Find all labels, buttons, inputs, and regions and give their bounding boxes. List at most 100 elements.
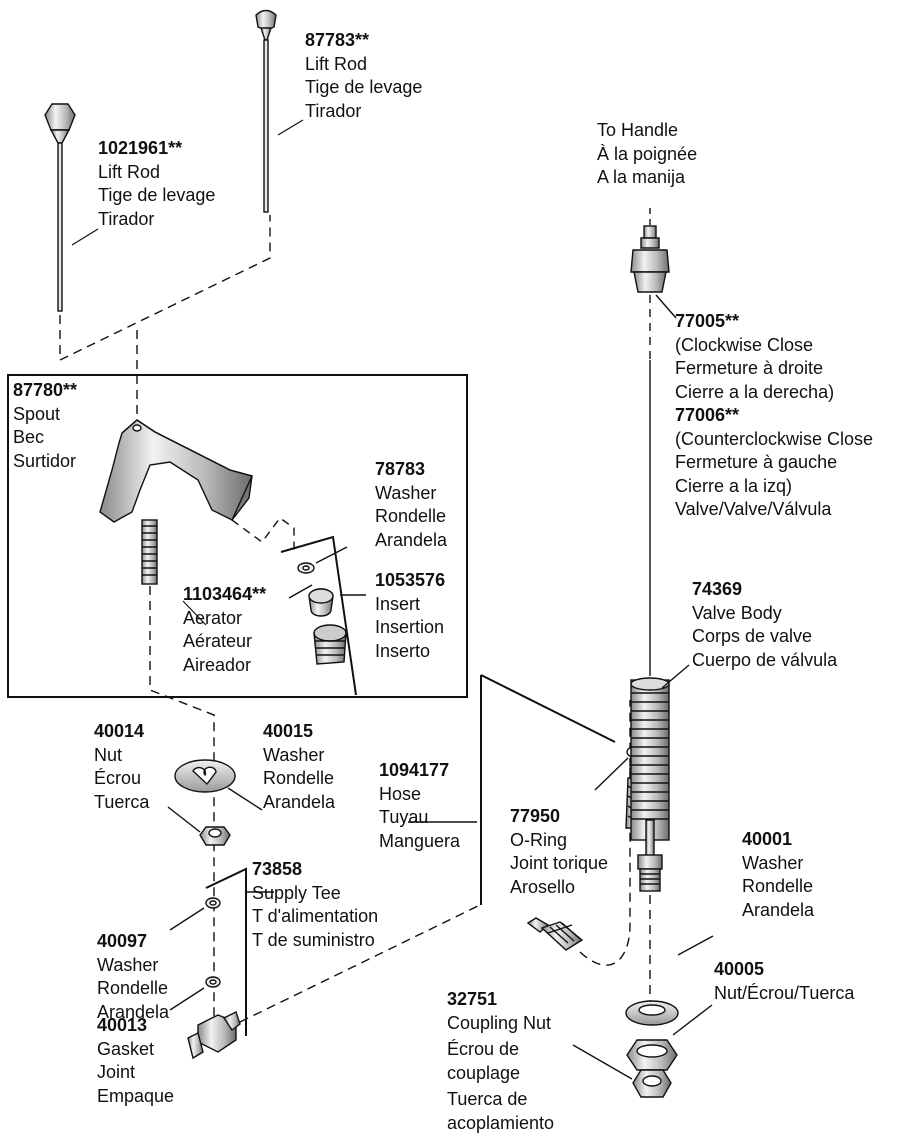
label-line-es: Tirador [98, 208, 155, 229]
callout-nut-40005: 40005 Nut/Écrou/Tuerca [714, 958, 854, 1005]
label-line-en: Aerator [183, 607, 243, 628]
label-line: Cierre a la derecha) [675, 381, 835, 402]
label-line-es: Arandela [263, 791, 336, 812]
label-line: Fermeture à gauche [675, 452, 838, 472]
label-line-en: Insert [375, 593, 421, 614]
callout-oring-77950: 77950 O-Ring Joint torique Arosello [510, 805, 608, 899]
insert-1053576 [308, 588, 334, 617]
hose-1094177 [526, 917, 584, 951]
part-number: 1053576 [375, 570, 446, 590]
label-line: Nut/Écrou/Tuerca [714, 982, 855, 1003]
label-line-fr: Écrou de [447, 1039, 520, 1059]
label-line-en: Washer [97, 954, 159, 975]
label-line-fr: Rondelle [97, 978, 169, 998]
label-line-fr: couplage [447, 1062, 521, 1083]
part-number: 87783** [305, 30, 370, 50]
callout-aerator-1103464: 1103464** Aerator Aérateur Aireador [183, 583, 266, 677]
label-line-fr: Tuyau [379, 807, 429, 827]
label-line-fr: T d'alimentation [252, 906, 379, 926]
part-number: 1103464** [183, 584, 267, 604]
label-line-en: Washer [742, 852, 804, 873]
callout-spout-87780: 87780** Spout Bec Surtidor [13, 379, 77, 473]
part-number: 40005 [714, 959, 765, 979]
callout-hose-1094177: 1094177 Hose Tuyau Manguera [379, 759, 460, 853]
label-line-fr: À la poignée [597, 143, 698, 164]
part-number: 1094177 [379, 760, 450, 780]
part-number: 40014 [94, 721, 145, 741]
label-line-es: Aireador [183, 654, 252, 675]
label-line-fr: Corps de valve [692, 626, 813, 646]
callout-coupling-nut-32751: 32751 Coupling Nut Écrou de couplage Tue… [447, 988, 554, 1135]
lift-rod-1021961 [44, 103, 76, 312]
label-line-es: Inserto [375, 640, 431, 661]
part-number: 78783 [375, 459, 426, 479]
callout-washer-78783: 78783 Washer Rondelle Arandela [375, 458, 447, 552]
label-line: (Counterclockwise Close [675, 428, 874, 449]
label-line-fr: Joint torique [510, 853, 609, 873]
label-line-en: O-Ring [510, 829, 568, 850]
spout-group-frame [7, 374, 468, 698]
gasket-40013 [205, 976, 221, 988]
label-line: Cierre a la izq) [675, 475, 793, 496]
callout-gasket-40013: 40013 Gasket Joint Empaque [97, 1014, 174, 1108]
label-line-en: Spout [13, 403, 61, 424]
label-line-es: Tuerca [94, 791, 150, 812]
part-number: 32751 [447, 989, 498, 1009]
label-line-en: Coupling Nut [447, 1012, 552, 1033]
callout-to-handle: To Handle À la poignée A la manija [597, 119, 697, 190]
label-line-fr: Écrou [94, 768, 142, 788]
callout-washer-40015: 40015 Washer Rondelle Arandela [263, 720, 335, 814]
callout-valve-body-74369: 74369 Valve Body Corps de valve Cuerpo d… [692, 578, 837, 672]
label-line: Valve/Valve/Válvula [675, 499, 832, 519]
part-number: 40001 [742, 829, 793, 849]
label-line-fr: Rondelle [742, 876, 814, 896]
label-line-fr: Bec [13, 427, 45, 447]
label-line-en: Supply Tee [252, 882, 341, 903]
label-line-en: To Handle [597, 120, 679, 140]
callout-supply-tee-73858: 73858 Supply Tee T d'alimentation T de s… [252, 858, 378, 952]
label-line-es: Arandela [742, 899, 815, 920]
valve-body-74369 [630, 677, 670, 892]
label-line-en: Lift Rod [305, 53, 368, 74]
aerator-1103464 [313, 624, 347, 665]
supply-tee-73858 [187, 1011, 241, 1060]
callout-lift-rod-87783: 87783** Lift Rod Tige de levage Tirador [305, 29, 422, 123]
label-line-es: Manguera [379, 830, 461, 851]
label-line-es: A la manija [597, 167, 686, 187]
callout-lift-rod-1021961: 1021961** Lift Rod Tige de levage Tirado… [98, 137, 215, 231]
spout-87780 [99, 419, 253, 585]
label-line-en: Hose [379, 783, 422, 804]
part-number: 74369 [692, 579, 743, 599]
label-line-en: Gasket [97, 1038, 155, 1059]
label-line-es: Arandela [97, 1001, 170, 1022]
callout-washer-40001: 40001 Washer Rondelle Arandela [742, 828, 814, 922]
label-line-fr: Insertion [375, 617, 445, 637]
label-line-es: Tirador [305, 100, 362, 121]
part-number-ccw: 77006** [675, 405, 740, 425]
part-number: 40097 [97, 931, 148, 951]
label-line-fr: Joint [97, 1062, 136, 1082]
washer-40097 [205, 897, 221, 909]
washer-78783 [297, 562, 315, 574]
part-number: 77950 [510, 806, 561, 826]
label-line-es: T de suministro [252, 929, 375, 950]
label-line: (Clockwise Close [675, 334, 814, 355]
part-number: 1021961** [98, 138, 183, 158]
valve-cartridge [630, 225, 670, 293]
label-line-es: Tuerca de [447, 1089, 528, 1109]
part-number: 40015 [263, 721, 314, 741]
label-line-es: Cuerpo de válvula [692, 649, 838, 670]
part-number: 40013 [97, 1015, 148, 1035]
label-line-fr: Aérateur [183, 631, 253, 651]
callout-washer-40097: 40097 Washer Rondelle Arandela [97, 930, 169, 1024]
callout-insert-1053576: 1053576 Insert Insertion Inserto [375, 569, 445, 663]
spout-shank [141, 519, 158, 585]
label-line-es: Surtidor [13, 450, 77, 471]
callout-nut-40014: 40014 Nut Écrou Tuerca [94, 720, 149, 814]
label-line: Fermeture à droite [675, 358, 824, 378]
label-line-fr: Tige de levage [98, 185, 216, 205]
label-line-es: Arandela [375, 529, 448, 550]
label-line-en: Lift Rod [98, 161, 161, 182]
part-number: 87780** [13, 380, 78, 400]
